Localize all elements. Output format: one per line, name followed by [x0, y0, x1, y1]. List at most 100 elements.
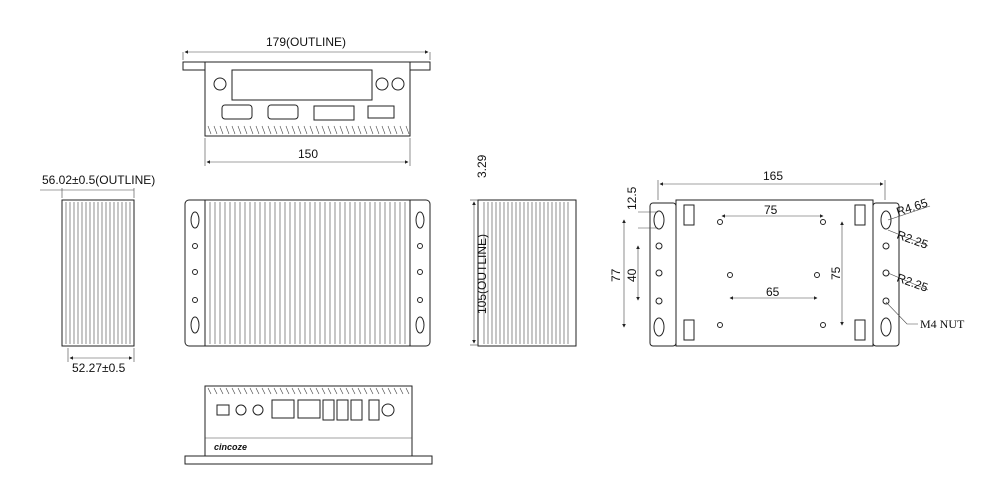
vesa-hole-icon: [814, 272, 820, 278]
heatsink-fin: [393, 387, 398, 395]
power-terminal-icon: [216, 404, 230, 416]
heatsink-fin: [387, 125, 392, 135]
heatsink-fin: [225, 387, 230, 395]
power-button-icon: [381, 403, 395, 417]
mounting-slot-icon: [653, 317, 665, 337]
heatsink-fin: [351, 387, 356, 395]
body-width-label: 150: [298, 147, 318, 161]
mounting-slot-icon: [415, 211, 425, 229]
mounting-slot-icon: [653, 210, 665, 230]
heatsink-fin: [291, 125, 296, 135]
heatsink-fin: [345, 125, 350, 135]
mounting-hole-icon: [417, 243, 423, 249]
heatsink-fin: [261, 387, 266, 395]
lan-port-2-icon: [297, 399, 321, 419]
vesa-hole-icon: [820, 322, 826, 328]
m4-nut-hole-icon: [882, 269, 890, 277]
inner-span-label: 65: [766, 285, 780, 299]
heatsink-fin: [357, 387, 362, 395]
mounting-slot-icon: [190, 316, 200, 334]
heatsink-fin: [351, 125, 356, 135]
m4-nut-hole-icon: [655, 242, 663, 250]
lan-port-1-icon: [271, 399, 295, 419]
heatsink-fin: [243, 125, 248, 135]
rear-panel-view: 179(OUTLINE) 150: [182, 35, 431, 166]
heatsink-fin: [249, 387, 254, 395]
mounting-hole-icon: [192, 269, 198, 275]
heatsink-fin: [327, 387, 332, 395]
bottom-mounting-view: 165 12.5 77 40 75 75 65 R4.65 R2.25 R2.2…: [609, 169, 965, 347]
body-depth-label: 52.27±0.5: [72, 361, 126, 375]
heatsink-fin: [291, 387, 296, 395]
right-side-view: 3.29 105(OUTLINE): [470, 154, 577, 347]
heatsink-fin: [381, 387, 386, 395]
heatsink-fin: [375, 125, 380, 135]
heatsink-fin: [279, 125, 284, 135]
heatsink-fin: [285, 387, 290, 395]
left-side-view: 56.02±0.5(OUTLINE) 52.27±0.5: [40, 173, 155, 375]
heatsink-fin: [315, 125, 320, 135]
m4-nut-hole-icon: [882, 242, 890, 250]
heatsink-fin: [339, 125, 344, 135]
heatsink-fin: [357, 125, 362, 135]
heatsink-fin: [369, 125, 374, 135]
heatsink-fin: [237, 125, 242, 135]
outline-height-label: 105(OUTLINE): [475, 234, 489, 314]
heatsink-fin: [213, 125, 218, 135]
heatsink-fin: [393, 125, 398, 135]
vesa-v-label: 75: [829, 266, 843, 280]
mounting-hole-icon: [192, 243, 198, 249]
m4-nut-label: M4 NUT: [920, 317, 965, 331]
vesa-hole-icon: [727, 272, 733, 278]
heatsink-fin: [255, 125, 260, 135]
mounting-hole-icon: [417, 297, 423, 303]
heatsink-fin: [405, 125, 410, 135]
heatsink-fin: [231, 387, 236, 395]
heatsink-fin: [381, 125, 386, 135]
heatsink-fin: [309, 387, 314, 395]
radius-small-1-label: R2.25: [895, 228, 930, 252]
mounting-hole-icon: [192, 297, 198, 303]
heatsink-fin: [399, 125, 404, 135]
heatsink-fin: [297, 387, 302, 395]
hole-span-label: 77: [609, 268, 623, 282]
m4-nut-hole-icon: [655, 269, 663, 277]
mounting-slot-icon: [880, 210, 892, 230]
heatsink-fin: [213, 387, 218, 395]
heatsink-fin: [207, 387, 212, 395]
heatsink-fin: [219, 125, 224, 135]
heatsink-fin: [261, 125, 266, 135]
heatsink-fin: [387, 387, 392, 395]
heatsink-fin: [369, 387, 374, 395]
heatsink-fin: [345, 387, 350, 395]
heatsink-fin: [273, 387, 278, 395]
hole-pitch-label: 40: [625, 268, 639, 282]
slot-offset-label: 12.5: [625, 186, 639, 210]
brand-logo: cincoze: [214, 442, 247, 452]
heatsink-fin: [309, 125, 314, 135]
heatsink-fin: [363, 387, 368, 395]
heatsink-fin: [339, 387, 344, 395]
heatsink-fin: [399, 387, 404, 395]
heatsink-fin: [315, 387, 320, 395]
vesa-h-label: 75: [764, 203, 778, 217]
heatsink-fin: [363, 125, 368, 135]
heatsink-fin: [333, 387, 338, 395]
heatsink-fin: [279, 387, 284, 395]
outline-depth-label: 56.02±0.5(OUTLINE): [42, 173, 155, 187]
radius-large-label: R4.65: [895, 196, 930, 219]
heatsink-fin: [285, 125, 290, 135]
heatsink-fin: [237, 387, 242, 395]
heatsink-fin: [219, 387, 224, 395]
heatsink-fin: [273, 125, 278, 135]
heatsink-fin: [321, 387, 326, 395]
mounting-hole-icon: [417, 269, 423, 275]
radius-small-2-label: R2.25: [895, 271, 930, 295]
vesa-hole-icon: [717, 219, 723, 225]
m4-nut-hole-icon: [655, 297, 663, 305]
outline-width-label: 179(OUTLINE): [266, 35, 346, 49]
heatsink-fin: [297, 125, 302, 135]
mounting-slot-icon: [190, 211, 200, 229]
heatsink-fin: [303, 125, 308, 135]
